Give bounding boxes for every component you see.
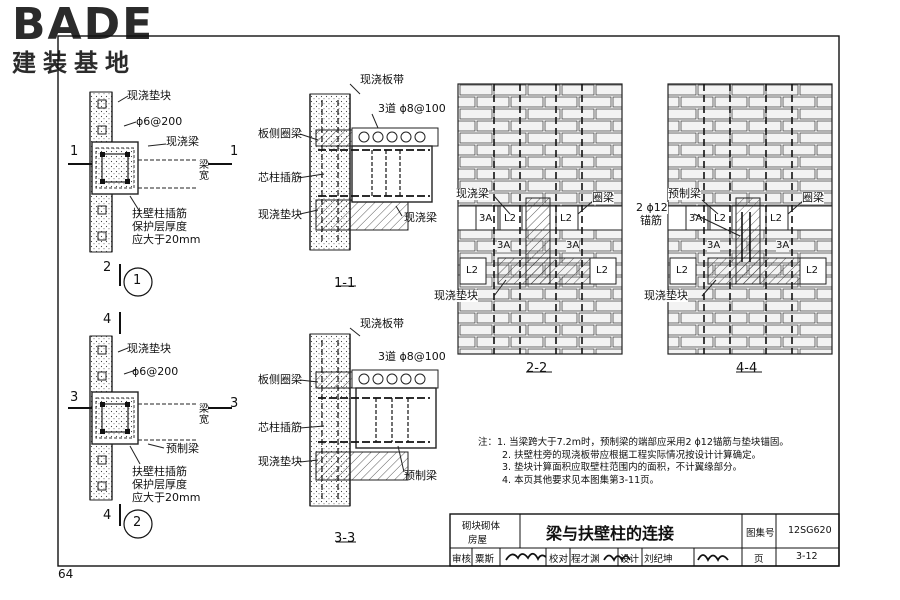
s22-block-l2-3: L2	[466, 265, 478, 276]
s33-bars-label: 3道 ϕ8@100	[378, 350, 446, 363]
s11-core-bar-label: 芯柱插筋	[258, 171, 302, 184]
cut-label-1-left: 1	[70, 144, 79, 159]
d2-pad-label: 现浇垫块	[127, 342, 171, 355]
d2-beam-label: 预制梁	[166, 442, 199, 455]
tb-designer: 刘纪坤	[644, 554, 673, 565]
detail1-plan	[68, 91, 232, 297]
cut-label-4-top: 4	[103, 312, 112, 327]
cut-label-3-left: 3	[70, 390, 79, 405]
s44-block-3a-3: 3A	[776, 240, 790, 252]
s44-anchor-line1: 2 ϕ12	[636, 201, 668, 214]
s44-block-l2-3: L2	[676, 265, 688, 276]
note-4: 4. 本页其他要求见本图集第3-11页。	[502, 474, 660, 486]
tb-drawing-title: 梁与扶壁柱的连接	[546, 524, 675, 543]
d1-note-line3: 应大于20mm	[132, 233, 201, 246]
note-1: 注：1. 当梁跨大于7.2m时，预制梁的端部应采用2 ϕ12锚筋与垫块锚固。	[478, 437, 789, 448]
tb-reviewer: 粟斯	[475, 554, 495, 565]
sheet-frame	[57, 35, 840, 567]
s33-slab-band-label: 现浇板带	[360, 317, 404, 330]
s33-core-bar-label: 芯柱插筋	[258, 421, 302, 434]
section-label-1-1: 1-1	[334, 276, 356, 291]
tb-category-line2: 房屋	[468, 535, 488, 546]
s22-block-3a-1: 3A	[479, 213, 493, 224]
d2-note-line3: 应大于20mm	[132, 491, 201, 504]
note-2: 2. 扶壁柱旁的现浇板带应根据工程实际情况按设计计算确定。	[502, 449, 762, 461]
s22-ring-label: 圈梁	[592, 191, 614, 204]
s44-block-l2-1: L2	[714, 213, 726, 224]
s22-beam-label: 现浇梁	[456, 187, 489, 200]
s33-ring-beam-label: 板侧圈梁	[258, 373, 302, 386]
detail-number-1: 1	[133, 273, 142, 288]
s44-anchor-line2: 锚筋	[640, 214, 662, 227]
s22-block-3a-3: 3A	[566, 240, 580, 252]
s11-bars-label: 3道 ϕ8@100	[378, 102, 446, 115]
tb-checker: 程才渊	[571, 554, 600, 565]
s11-pad-label: 现浇垫块	[258, 208, 302, 221]
section-2-2	[457, 83, 623, 373]
tb-page-number: 3-12	[796, 551, 818, 562]
cut-label-4-bottom: 4	[103, 508, 112, 523]
logo-chinese: 建装基地	[12, 49, 136, 77]
note-3: 3. 垫块计算面积应取壁柱范围内的面积，不计翼缘部分。	[502, 462, 743, 473]
s22-block-l2-1: L2	[504, 213, 516, 224]
s11-ring-beam-label: 板侧圈梁	[258, 127, 302, 140]
d2-note-line1: 扶壁柱插筋	[132, 465, 187, 478]
section-4-4	[667, 83, 833, 373]
d1-pad-label: 现浇垫块	[127, 89, 171, 102]
tb-review-label: 审核	[452, 554, 472, 565]
title-block: 砌块砌体 房屋 梁与扶壁柱的连接 图集号 12SG620 审核 粟斯 校对 程才…	[450, 514, 839, 566]
s22-block-l2-2: L2	[560, 213, 572, 224]
d2-note-line2: 保护层厚度	[132, 478, 187, 491]
s22-pad-label: 现浇垫块	[434, 289, 478, 302]
detail-number-2: 2	[133, 515, 142, 530]
s44-pad-label: 现浇垫块	[644, 289, 688, 302]
tb-atlas-label: 图集号	[746, 528, 775, 539]
section-label-3-3: 3-3	[334, 531, 356, 546]
s22-block-3a-2: 3A	[497, 240, 511, 252]
tb-category-line1: 砌块砌体	[462, 521, 501, 532]
d1-note-line1: 扶壁柱插筋	[132, 207, 187, 220]
tb-page-label: 页	[754, 554, 764, 565]
d1-note-line2: 保护层厚度	[132, 220, 187, 233]
s44-block-3a-2: 3A	[707, 240, 721, 252]
s11-beam-label: 现浇梁	[404, 211, 437, 224]
cut-label-3-right: 3	[230, 396, 239, 411]
tb-atlas-number: 12SG620	[788, 525, 832, 536]
s33-pad-label: 现浇垫块	[258, 455, 302, 468]
d1-beam-label: 现浇梁	[166, 135, 199, 148]
page-number: 64	[58, 567, 74, 581]
s44-ring-label: 圈梁	[802, 191, 824, 204]
title-block-grid	[449, 513, 840, 567]
cut-label-1-right: 1	[230, 144, 239, 159]
s22-block-l2-4: L2	[596, 265, 608, 276]
tb-check-label: 校对	[549, 554, 569, 565]
s44-beam-label: 预制梁	[668, 187, 701, 200]
logo-letters: BADE	[12, 0, 155, 50]
section-3-3	[299, 327, 439, 543]
d2-width-label: 梁宽	[199, 404, 209, 426]
s44-block-l2-4: L2	[806, 265, 818, 276]
s11-slab-band-label: 现浇板带	[360, 73, 404, 86]
detail2-plan	[68, 312, 232, 539]
notes: 注：1. 当梁跨大于7.2m时，预制梁的端部应采用2 ϕ12锚筋与垫块锚固。 2…	[478, 437, 789, 487]
s44-block-l2-2: L2	[770, 213, 782, 224]
s33-beam-label: 预制梁	[404, 469, 437, 482]
s44-block-3a-1: 3A	[689, 213, 703, 224]
section-label-2-2: 2-2	[526, 361, 548, 376]
d1-stirrup-label: ϕ6@200	[136, 115, 183, 128]
section-1-1	[297, 83, 439, 287]
d1-width-label: 梁宽	[199, 160, 209, 182]
section-label-4-4: 4-4	[736, 361, 758, 376]
d2-stirrup-label: ϕ6@200	[132, 365, 179, 378]
cut-label-2: 2	[103, 260, 112, 275]
signatures	[505, 552, 729, 563]
